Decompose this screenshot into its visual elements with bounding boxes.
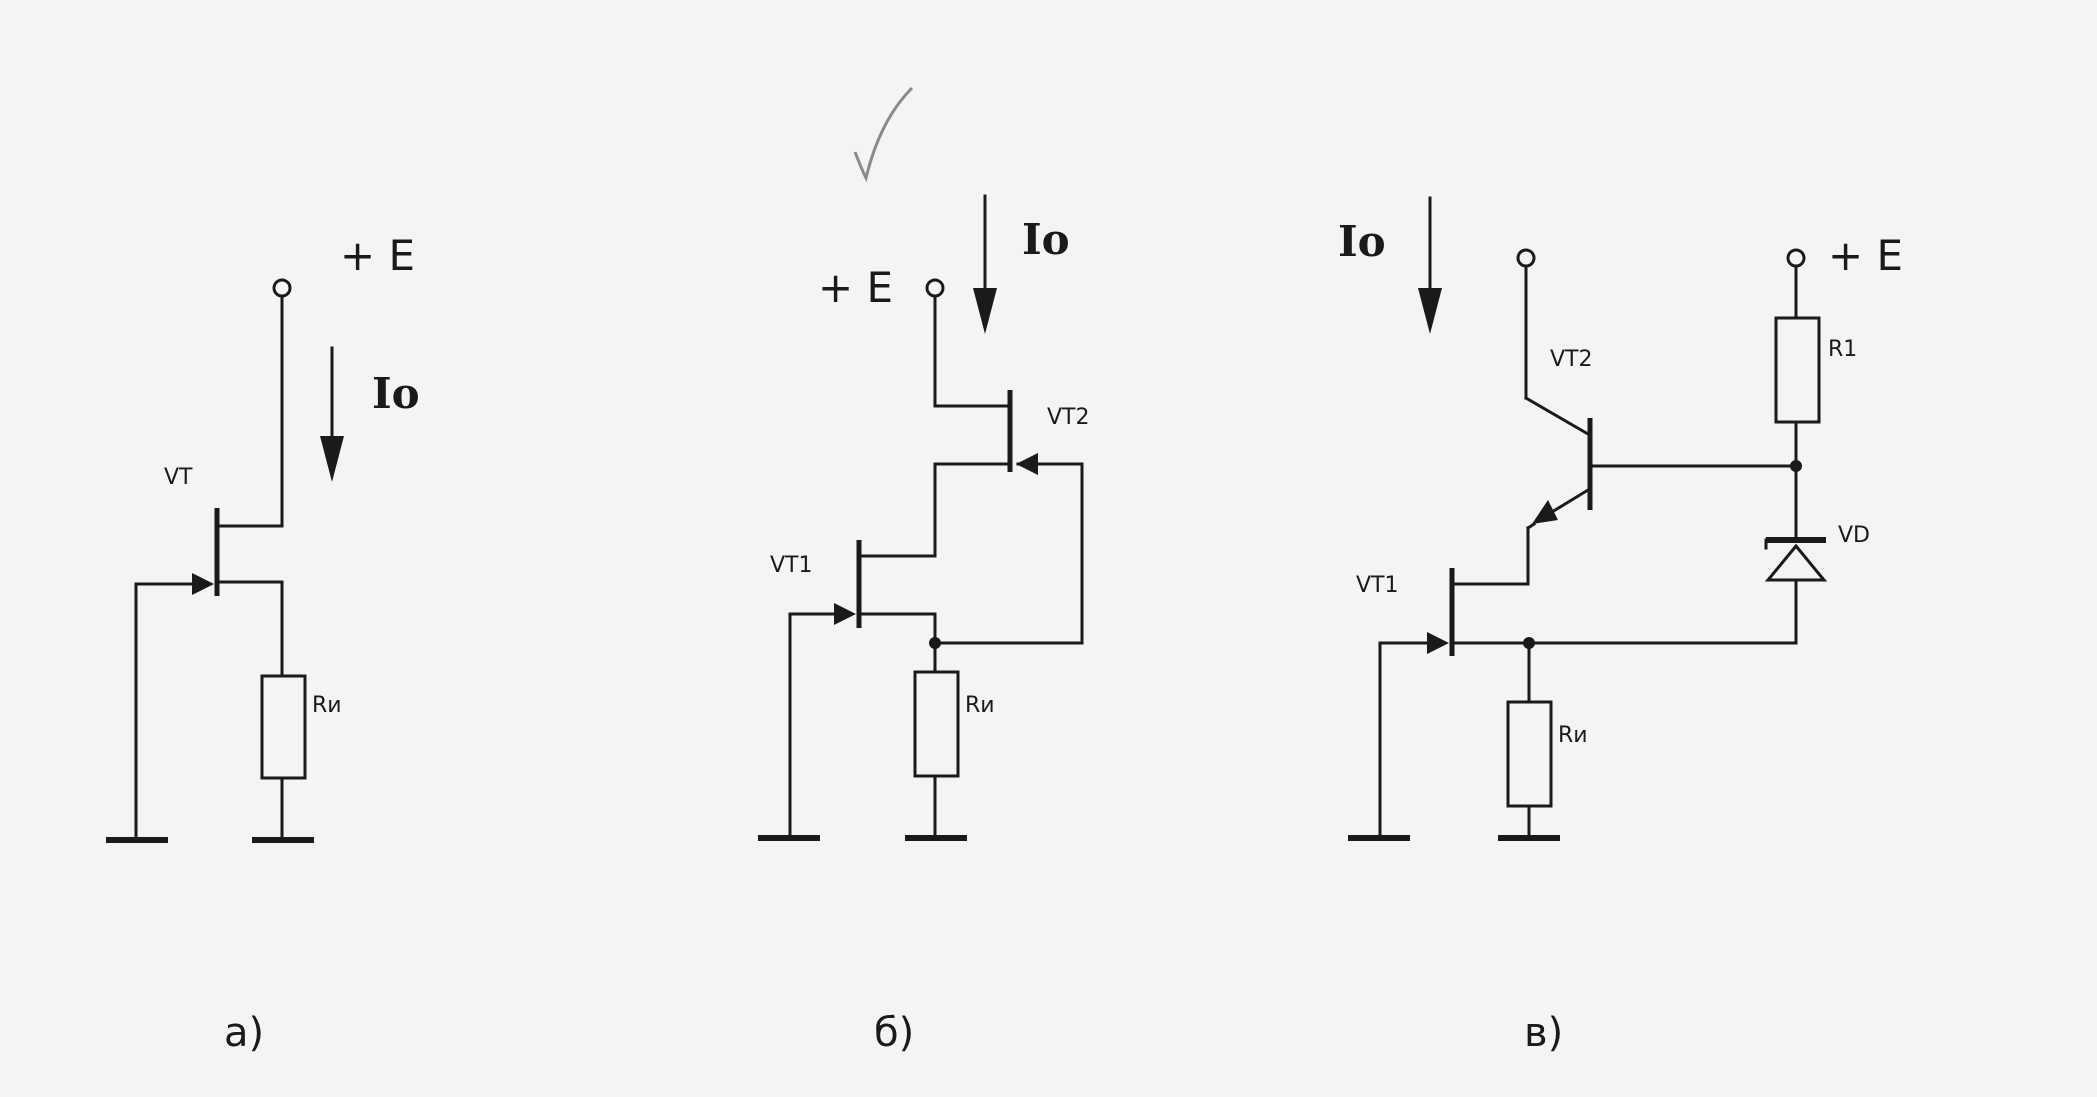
- check-icon: [853, 86, 914, 183]
- junction-dot: [1790, 460, 1802, 472]
- circuit-c: Io VT2 + E R1 VD VT1: [1338, 196, 1903, 1056]
- zener-diode-body: [1764, 543, 1828, 582]
- circuit-b: + E Io VT2 VT1 Rи б): [758, 86, 1090, 1056]
- current-arrow-icon: [1418, 288, 1442, 334]
- diode-label-vd: VD: [1838, 523, 1870, 548]
- circuit-a: + E Io VT Rи а): [106, 231, 420, 1056]
- transistor-label-vt: VT: [164, 465, 193, 490]
- caption-b: б): [874, 1010, 914, 1056]
- resistor-label-a: Rи: [312, 693, 342, 718]
- gate-arrow-icon: [1016, 453, 1038, 475]
- resistor-ri-c: [1506, 700, 1553, 808]
- current-label-c: Io: [1338, 217, 1386, 266]
- resistor-r1: [1774, 316, 1821, 424]
- resistor-ri-a: [260, 674, 307, 780]
- emitter-arrow-icon: [1532, 500, 1558, 524]
- current-label-a: Io: [372, 369, 420, 418]
- supply-label-a: + E: [340, 231, 415, 280]
- resistor-ri-b: [913, 670, 960, 778]
- resistor-label-b: Rи: [965, 693, 995, 718]
- wire: [1549, 487, 1591, 515]
- current-label-b: Io: [1022, 215, 1070, 264]
- supply-label-c: + E: [1828, 231, 1903, 280]
- resistor-label-r1: R1: [1828, 337, 1857, 362]
- supply-terminal-a: [272, 278, 292, 298]
- supply-label-b: + E: [818, 263, 893, 312]
- collector-terminal-c: [1516, 248, 1536, 268]
- gate-arrow-icon: [192, 573, 214, 595]
- transistor-label-vt1-c: VT1: [1356, 573, 1399, 598]
- transistor-label-vt2-c: VT2: [1550, 347, 1593, 372]
- caption-c: в): [1524, 1010, 1563, 1056]
- current-arrow-icon: [320, 436, 344, 482]
- supply-terminal-c: [1786, 248, 1806, 268]
- caption-a: а): [224, 1010, 264, 1056]
- gate-arrow-icon: [834, 603, 856, 625]
- supply-terminal-b: [925, 278, 945, 298]
- current-arrow-icon: [973, 288, 997, 334]
- wire: [1523, 395, 1591, 437]
- transistor-label-vt1-b: VT1: [770, 553, 813, 578]
- transistor-label-vt2-b: VT2: [1047, 405, 1090, 430]
- resistor-label-c: Rи: [1558, 723, 1588, 748]
- gate-arrow-icon: [1427, 632, 1449, 654]
- junction-dot: [929, 637, 941, 649]
